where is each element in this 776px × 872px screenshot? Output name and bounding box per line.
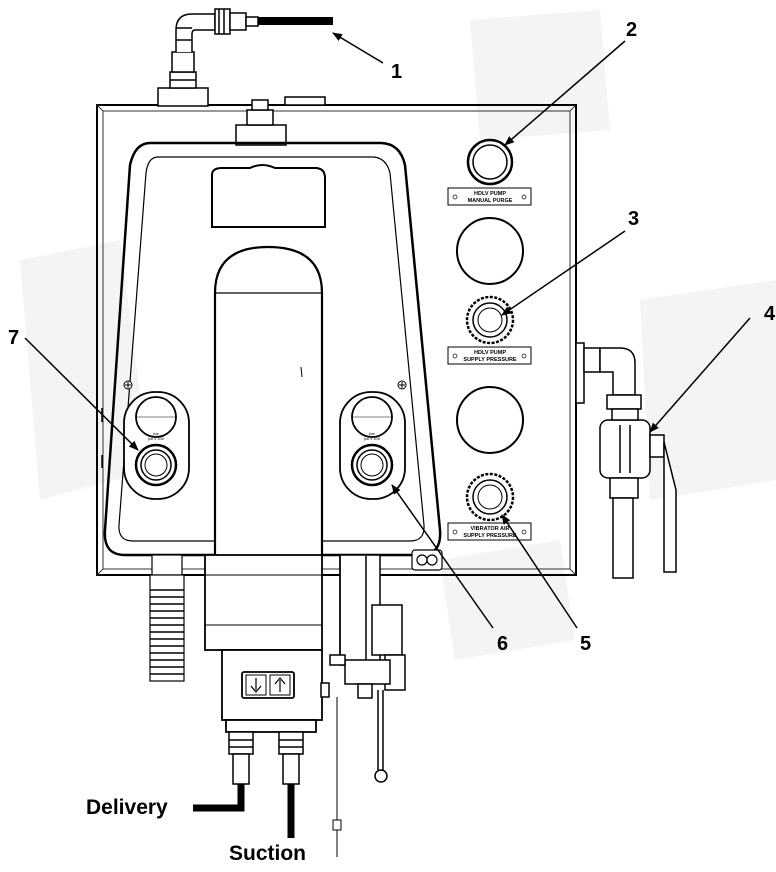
top-fitting [157,8,326,107]
left-gauge-panel [123,380,190,500]
leader-7 [24,337,139,451]
right-gauge-panel [339,380,407,500]
supply-pressure-gauge [465,295,515,345]
plate-line-1: VIBRATOR AIR [470,526,509,532]
gauge-unit-label: bar [153,431,159,436]
vibrator-regulator [320,554,406,857]
manual-purge-button [466,138,514,186]
leader-1 [332,32,384,64]
ball-valve [575,342,677,579]
plate-line-2: SUPPLY PRESSURE [463,357,517,363]
callout-4: 4 [764,303,776,325]
delivery-port-fitting [228,731,254,785]
gauge-scale-label: psi x 100 [148,436,165,441]
vibrator-air-plate: VIBRATOR AIR SUPPLY PRESSURE [447,522,532,541]
gauge-unit-label: bar [369,431,375,436]
leader-5 [501,514,578,629]
exhaust-muffler [149,554,185,682]
left-gauge-scale: bar psi x 100 [148,431,165,441]
callout-3: 3 [628,208,640,230]
vibrator-air-gauge [465,472,515,522]
suction-port-fitting [278,731,304,785]
suction-label: Suction [229,842,306,865]
callout-leaders [24,32,751,629]
right-gauge-scale: bar psi x 100 [364,431,381,441]
air-supply-hose [258,17,333,25]
ground-lug [411,549,443,571]
leader-3 [501,230,626,316]
enclosure-top-fitting [235,99,287,146]
leader-2 [504,40,626,146]
delivery-label: Delivery [86,796,168,819]
central-cover [213,245,324,555]
pump-body [204,554,323,733]
leader-4 [649,317,751,433]
callout-1: 1 [391,61,403,83]
callout-7: 7 [8,327,20,349]
leader-6 [391,484,494,629]
manual-purge-plate: HDLV PUMP MANUAL PURGE [447,187,532,206]
blank-gauge-port-lower [456,386,524,454]
plate-line-1: HDLV PUMP [474,350,506,356]
delivery-hose [193,784,245,812]
supply-pressure-plate: HDLV PUMP SUPPLY PRESSURE [447,346,532,365]
plate-line-2: MANUAL PURGE [468,198,513,204]
plate-line-2: SUPPLY PRESSURE [463,533,517,539]
plate-line-1: HDLV PUMP [474,191,506,197]
blank-gauge-port-upper [456,217,524,285]
enclosure-label-window [211,164,326,228]
gauge-scale-label: psi x 100 [364,436,381,441]
callout-6: 6 [497,633,509,655]
cabinet [96,104,577,576]
callout-5: 5 [580,633,592,655]
callout-2: 2 [626,19,638,41]
